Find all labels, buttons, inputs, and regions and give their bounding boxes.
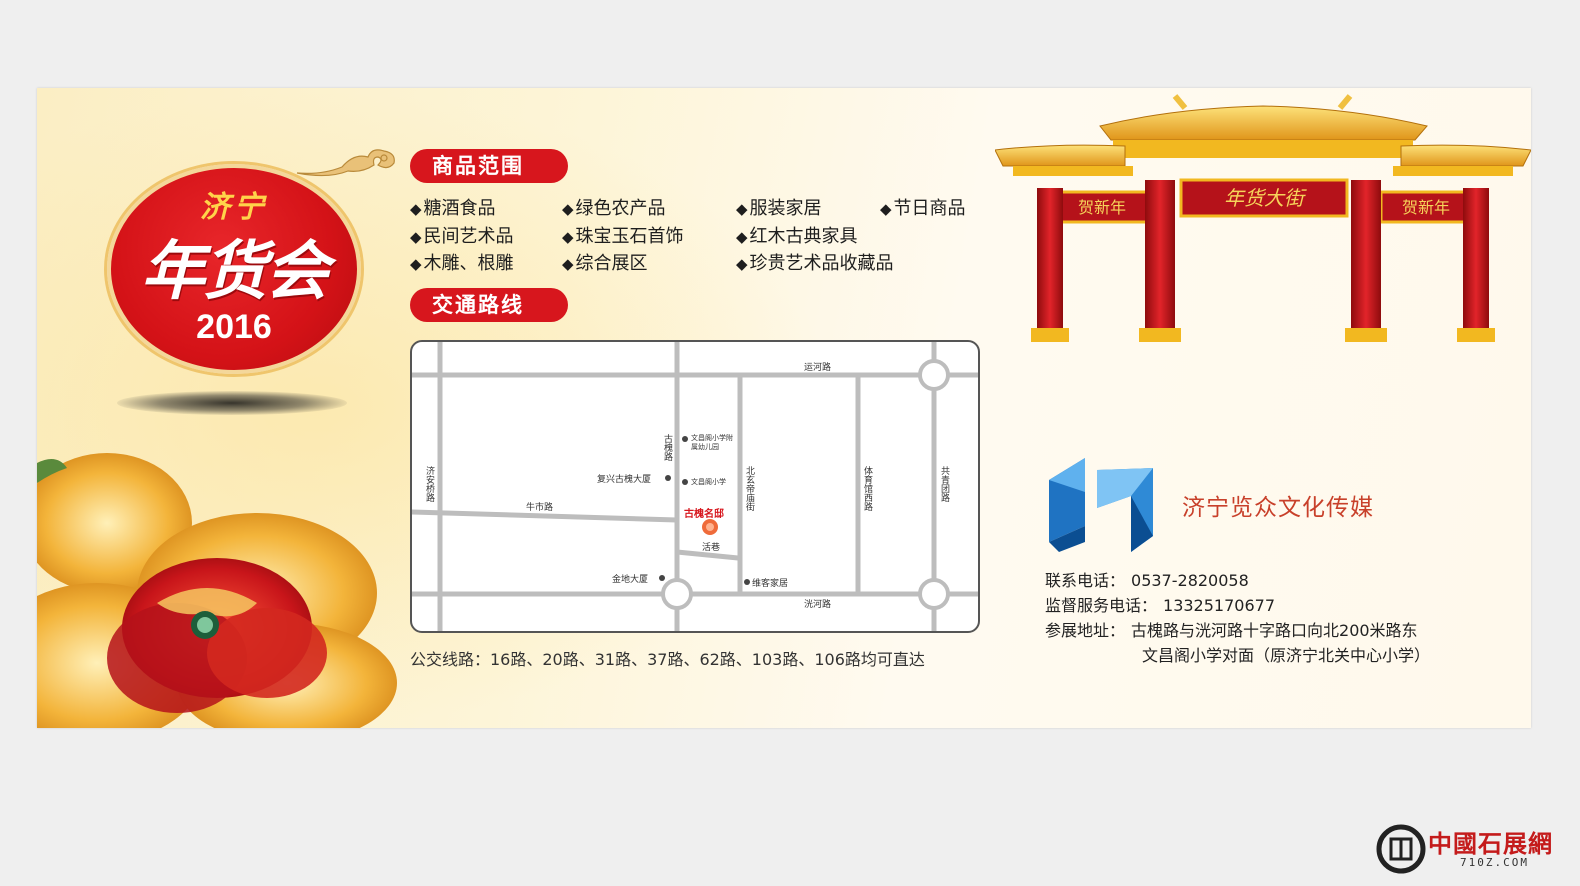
map-poi-label: 文昌阁小学	[691, 478, 726, 486]
map-road-label: 牛市路	[526, 503, 554, 513]
goods-item: ◆珠宝玉石首饰	[562, 226, 684, 247]
map-road-label: 济安桥路	[424, 466, 434, 502]
route-map: 运河路 洸河路 济安桥路 牛市路 古槐路 北玄帝庙街 体育馆西路 共青团路 文昌…	[410, 340, 980, 633]
event-badge: 济宁 年货会 2016	[107, 164, 361, 374]
badge-city: 济宁	[200, 190, 268, 225]
goods-item: ◆综合展区	[562, 253, 648, 274]
company-logo-icon	[1049, 458, 1153, 552]
goods-item: ◆木雕、根雕	[410, 253, 514, 274]
map-road-label: 古槐路	[662, 434, 672, 461]
site-url: 710Z.COM	[1460, 856, 1529, 869]
goods-item: ◆糖酒食品	[410, 198, 496, 219]
goods-heading: 商品范围	[410, 149, 568, 183]
goods-item: ◆珍贵艺术品收藏品	[736, 253, 894, 274]
map-roads	[412, 342, 978, 631]
gate-center-plaque: 年货大街	[1224, 186, 1307, 210]
map-poi-label: 维客家居	[752, 579, 789, 589]
map-road-label: 体育馆西路	[862, 466, 872, 511]
badge-title: 年货会	[141, 234, 329, 309]
gate-left-plaque: 贺新年	[1078, 198, 1126, 217]
site-seal-icon	[1376, 824, 1426, 874]
site-name: 中國石展網	[1428, 829, 1553, 858]
route-heading: 交通路线	[410, 288, 568, 322]
peony-flower-icon	[37, 453, 397, 728]
service-phone: 监督服务电话：13325170677	[1045, 596, 1275, 615]
map-hq-label: 古槐名邸	[684, 509, 724, 520]
map-road-label: 北玄帝庙街	[744, 466, 754, 511]
map-poi-label: 文昌阁小学附属幼儿园	[691, 434, 733, 451]
goods-item: ◆服装家居	[736, 198, 822, 219]
goods-item: ◆民间艺术品	[410, 226, 514, 247]
exhibition-address-line2: 文昌阁小学对面（原济宁北关中心小学）	[1142, 646, 1431, 665]
badge-year: 2016	[196, 308, 272, 346]
contact-phone: 联系电话：0537-2820058	[1045, 571, 1249, 590]
goods-item: ◆节日商品	[880, 198, 966, 219]
archway-gate-icon: 年货大街 贺新年 贺新年	[995, 94, 1531, 342]
gate-right-plaque: 贺新年	[1402, 198, 1450, 217]
flyer: 济宁 年货会 2016	[37, 88, 1531, 728]
goods-item: ◆绿色农产品	[562, 198, 666, 219]
company-name: 济宁览众文化传媒	[1182, 495, 1374, 521]
map-road-label: 活巷	[702, 543, 721, 553]
exhibition-address: 参展地址：古槐路与洸河路十字路口向北200米路东	[1045, 621, 1418, 640]
map-poi-label: 复兴古槐大厦	[597, 475, 652, 485]
map-road-label: 运河路	[804, 363, 832, 373]
goods-item: ◆红木古典家具	[736, 226, 858, 247]
auspicious-cloud-icon	[296, 149, 395, 177]
map-road-label: 洸河路	[804, 600, 832, 610]
bus-line-info: 公交线路：16路、20路、31路、37路、62路、103路、106路均可直达	[410, 650, 925, 669]
contact-info: 联系电话：0537-2820058 监督服务电话：13325170677 参展地…	[1045, 568, 1515, 668]
badge-shadow	[117, 391, 347, 415]
map-poi-label: 金地大厦	[612, 575, 649, 585]
map-road-label: 共青团路	[939, 466, 949, 502]
site-watermark[interactable]: 中國石展網 710Z.COM	[1376, 822, 1566, 878]
